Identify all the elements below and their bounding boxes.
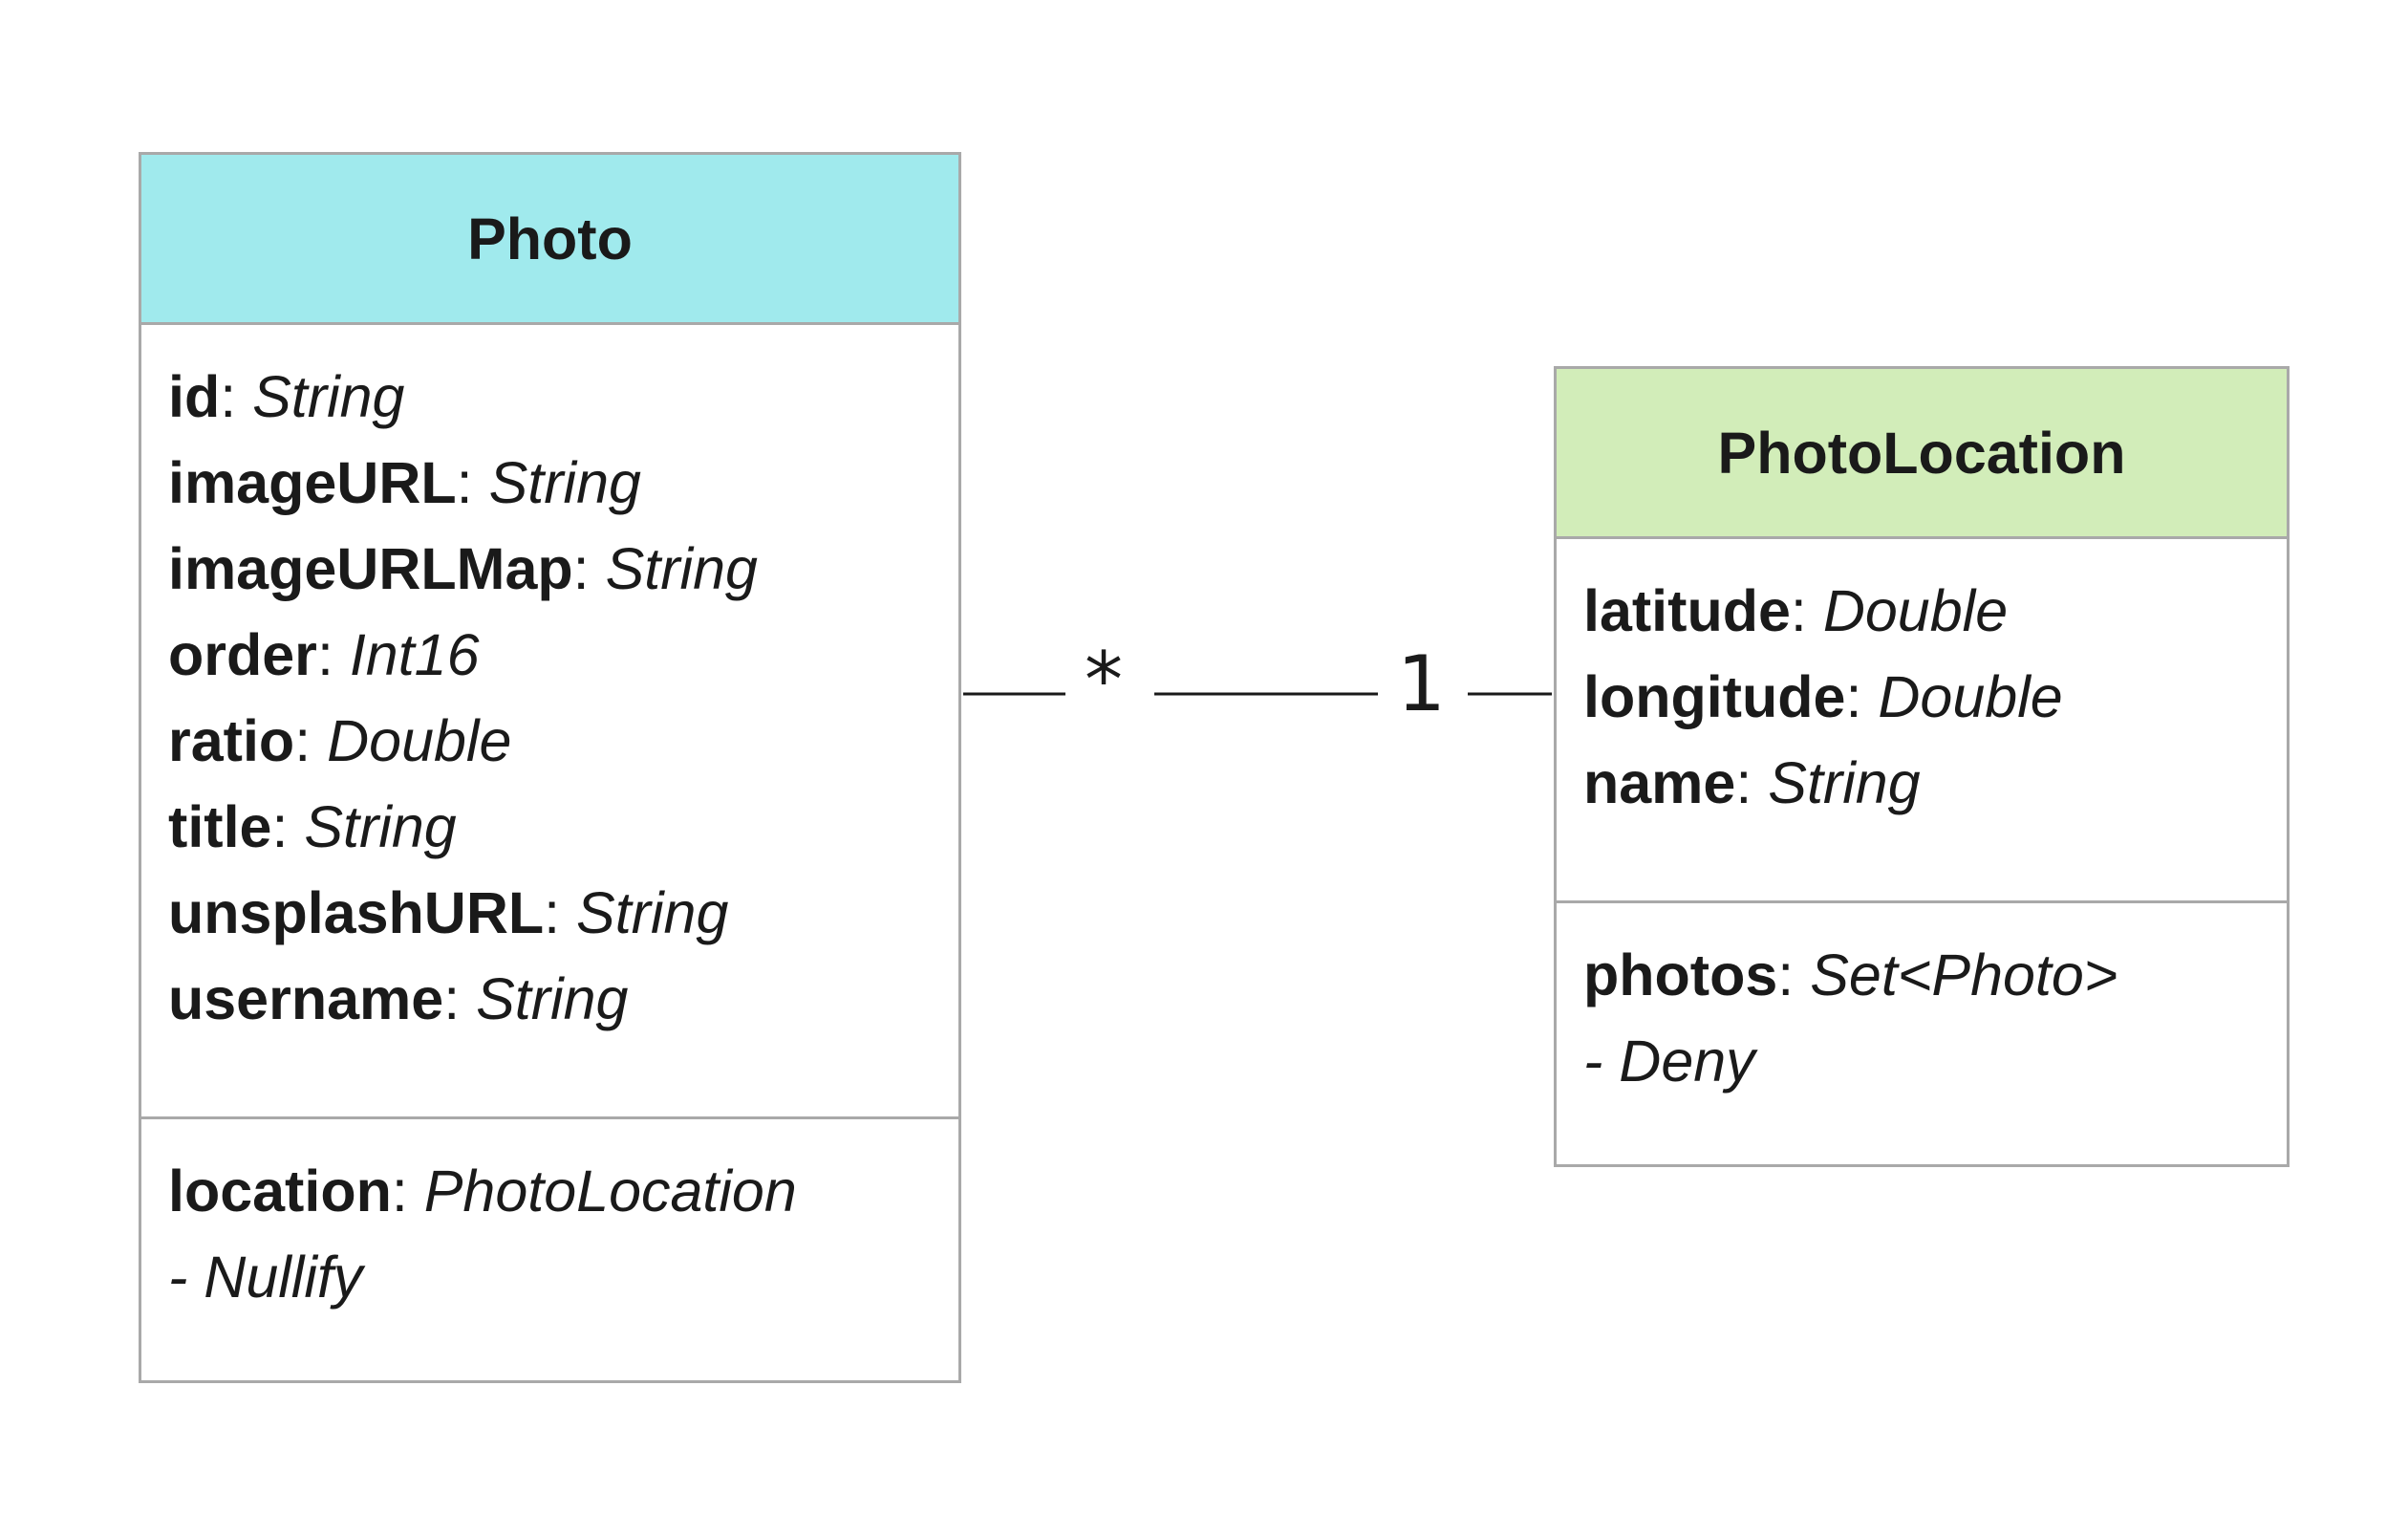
attribute-type: String — [488, 450, 641, 515]
relationship-name: location — [168, 1159, 392, 1224]
attribute-name: username — [168, 966, 444, 1031]
attribute-row: id: String — [168, 364, 405, 429]
photo-location-entity-box[interactable]: PhotoLocation latitude: Double longitude… — [1554, 366, 2290, 1167]
relationship-type: Set<Photo> — [1810, 942, 2118, 1007]
attribute-row: longitude: Double — [1583, 664, 2063, 729]
attribute-name: imageURLMap — [168, 536, 573, 601]
attribute-name: title — [168, 794, 272, 859]
relationship-row: photos: Set<Photo> — [1583, 942, 2118, 1007]
attribute-row: title: String — [168, 794, 457, 859]
photo-relationships-section: location: PhotoLocation - Nullify — [141, 1116, 958, 1380]
relationship-row: location: PhotoLocation — [168, 1159, 797, 1224]
attribute-type: String — [252, 364, 405, 429]
photo-attributes-section: id: String imageURL: String imageURLMap:… — [141, 325, 958, 1116]
attribute-name: latitude — [1583, 578, 1791, 643]
attribute-row: imageURL: String — [168, 450, 641, 515]
attribute-row: username: String — [168, 966, 629, 1031]
attribute-type: String — [576, 880, 729, 945]
photo-entity-box[interactable]: Photo id: String imageURL: String imageU… — [139, 152, 961, 1383]
attribute-name: unsplashURL — [168, 880, 545, 945]
attribute-type: String — [476, 966, 629, 1031]
attribute-type: Double — [327, 708, 512, 773]
delete-rule: - Deny — [1583, 1029, 1755, 1094]
photo-location-relationships-section: photos: Set<Photo> - Deny — [1557, 900, 2287, 1164]
relationship-name: photos — [1583, 942, 1778, 1007]
attribute-row: ratio: Double — [168, 708, 512, 773]
attribute-type: String — [1768, 750, 1921, 815]
attribute-row: latitude: Double — [1583, 578, 2009, 643]
attribute-name: id — [168, 364, 221, 429]
attribute-row: order: Int16 — [168, 622, 480, 687]
attribute-name: imageURL — [168, 450, 457, 515]
attribute-row: name: String — [1583, 750, 1921, 815]
attribute-type: Int16 — [349, 622, 480, 687]
multiplicity-many: * — [1085, 636, 1123, 725]
photo-location-entity-title: PhotoLocation — [1557, 369, 2287, 539]
attribute-type: String — [304, 794, 457, 859]
photo-entity-title: Photo — [141, 155, 958, 325]
attribute-row: imageURLMap: String — [168, 536, 758, 601]
attribute-name: order — [168, 622, 317, 687]
attribute-type: String — [605, 536, 758, 601]
relationship-type: PhotoLocation — [423, 1159, 797, 1224]
attribute-name: longitude — [1583, 664, 1846, 729]
multiplicity-one: 1 — [1397, 639, 1446, 728]
attribute-row: unsplashURL: String — [168, 880, 729, 945]
attribute-type: Double — [1878, 664, 2063, 729]
photo-location-attributes-section: latitude: Double longitude: Double name:… — [1557, 539, 2287, 900]
delete-rule: - Nullify — [168, 1245, 363, 1310]
attribute-type: Double — [1822, 578, 2009, 643]
attribute-name: name — [1583, 750, 1736, 815]
attribute-name: ratio — [168, 708, 295, 773]
